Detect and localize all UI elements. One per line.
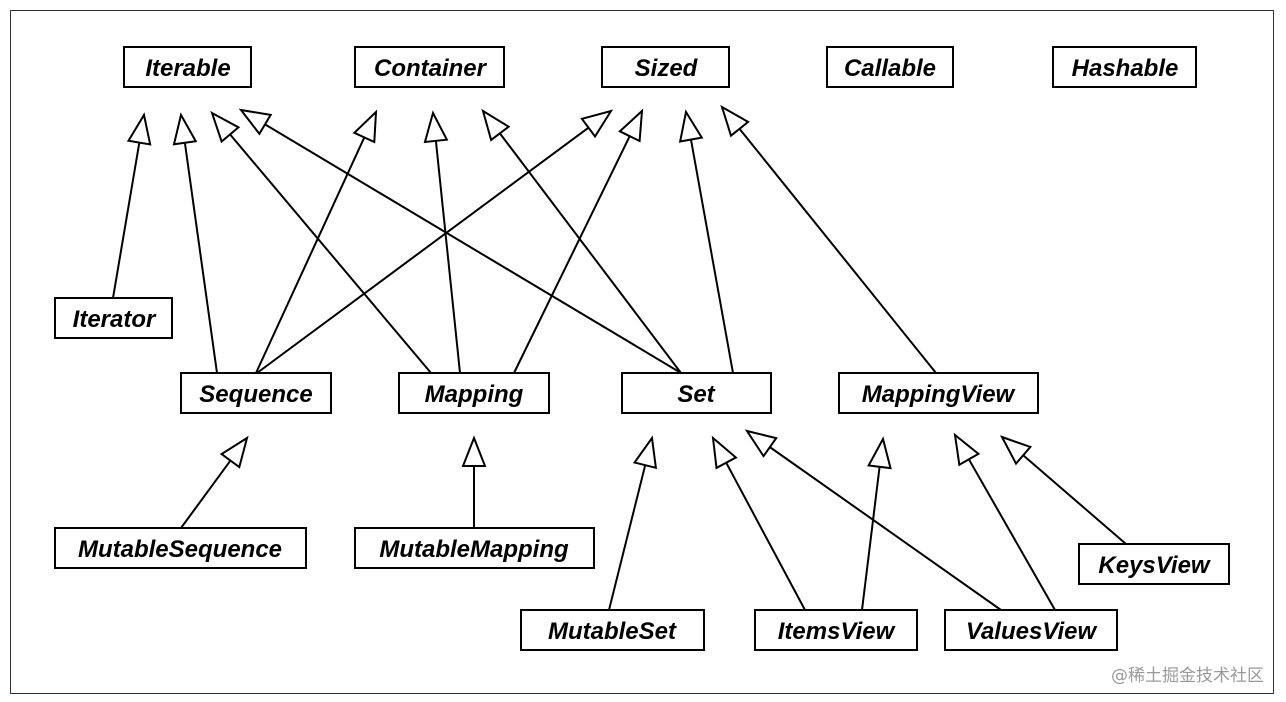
edge-mapping-to-container	[423, 110, 461, 374]
class-nodes: Iterable Container Sized Callable Hashab…	[54, 46, 1230, 651]
inheritance-arrowhead-icon	[219, 435, 249, 469]
node-label-iterator: Iterator	[73, 306, 157, 333]
edge-itemsview-to-set	[711, 435, 806, 611]
node-keysview: KeysView	[1078, 543, 1230, 585]
node-valuesview: ValuesView	[944, 609, 1118, 651]
edge-sequence-to-sized	[256, 109, 614, 374]
node-label-mapping: Mapping	[425, 381, 524, 408]
inheritance-arrowhead-icon	[481, 108, 511, 142]
inheritance-arrowhead-icon	[678, 109, 704, 143]
node-itemsview: ItemsView	[754, 609, 918, 651]
edge-sequence-to-container	[255, 109, 378, 374]
node-label-sequence: Sequence	[199, 381, 312, 408]
inheritance-arrowhead-icon	[580, 109, 614, 139]
node-label-callable: Callable	[844, 55, 936, 82]
node-label-container: Container	[374, 55, 488, 82]
edge-mappingview-to-sized	[720, 104, 937, 374]
inheritance-arrowhead-icon	[711, 435, 738, 470]
node-label-valuesview: ValuesView	[966, 618, 1098, 645]
inheritance-arrowhead-icon	[744, 429, 778, 458]
node-label-hashable: Hashable	[1072, 55, 1179, 82]
node-label-iterable: Iterable	[145, 55, 230, 82]
edge-keysview-to-mappingview	[999, 435, 1127, 545]
node-mapping: Mapping	[398, 372, 550, 414]
node-label-mutableset: MutableSet	[548, 618, 677, 645]
inheritance-arrowhead-icon	[618, 108, 644, 143]
edge-valuesview-to-mappingview	[953, 432, 1056, 611]
node-hashable: Hashable	[1052, 46, 1197, 88]
inheritance-arrowhead-icon	[172, 112, 198, 146]
edge-set-to-sized	[678, 109, 734, 374]
inheritance-edges	[112, 104, 1127, 611]
edge-set-to-iterable	[238, 108, 682, 374]
inheritance-arrowhead-icon	[423, 110, 449, 144]
node-sequence: Sequence	[180, 372, 332, 414]
node-container: Container	[354, 46, 505, 88]
node-label-mutablemapping: MutableMapping	[379, 536, 569, 563]
inheritance-arrowhead-icon	[238, 108, 273, 136]
node-set: Set	[621, 372, 772, 414]
edge-valuesview-to-set	[744, 429, 1002, 611]
inheritance-arrowhead-icon	[461, 435, 487, 467]
node-label-itemsview: ItemsView	[778, 618, 896, 645]
inheritance-arrowhead-icon	[210, 110, 241, 144]
inheritance-arrowhead-icon	[352, 109, 378, 144]
inheritance-arrowhead-icon	[953, 432, 981, 467]
watermark: @稀土掘金技术社区	[1111, 666, 1264, 686]
node-mutableset: MutableSet	[520, 609, 705, 651]
inheritance-arrowhead-icon	[867, 436, 892, 470]
edge-set-to-container	[481, 108, 682, 374]
node-mutablemapping: MutableMapping	[354, 527, 595, 569]
inheritance-arrowhead-icon	[999, 435, 1033, 466]
edge-mapping-to-sized	[513, 108, 644, 374]
node-label-sized: Sized	[635, 55, 699, 82]
node-label-set: Set	[677, 381, 715, 408]
edge-mutablesequence-to-sequence	[180, 435, 249, 529]
node-callable: Callable	[826, 46, 954, 88]
node-mutablesequence: MutableSequence	[54, 527, 307, 569]
node-mappingview: MappingView	[838, 372, 1039, 414]
inheritance-arrowhead-icon	[126, 112, 152, 146]
edge-itemsview-to-mappingview	[861, 436, 892, 611]
node-label-mutablesequence: MutableSequence	[78, 536, 282, 563]
edge-mutablemapping-to-mapping	[461, 435, 487, 528]
edge-mapping-to-iterable	[210, 110, 432, 374]
diagram-frame	[10, 10, 1274, 694]
edge-mutableset-to-set	[608, 435, 658, 611]
edge-sequence-to-iterable	[172, 112, 218, 374]
node-label-keysview: KeysView	[1098, 552, 1211, 579]
edge-iterator-to-iterable	[112, 112, 152, 299]
node-iterator: Iterator	[54, 297, 173, 339]
node-iterable: Iterable	[123, 46, 252, 88]
inheritance-arrowhead-icon	[632, 435, 658, 470]
node-sized: Sized	[601, 46, 730, 88]
inheritance-arrowhead-icon	[720, 104, 750, 138]
node-label-mappingview: MappingView	[862, 381, 1016, 408]
